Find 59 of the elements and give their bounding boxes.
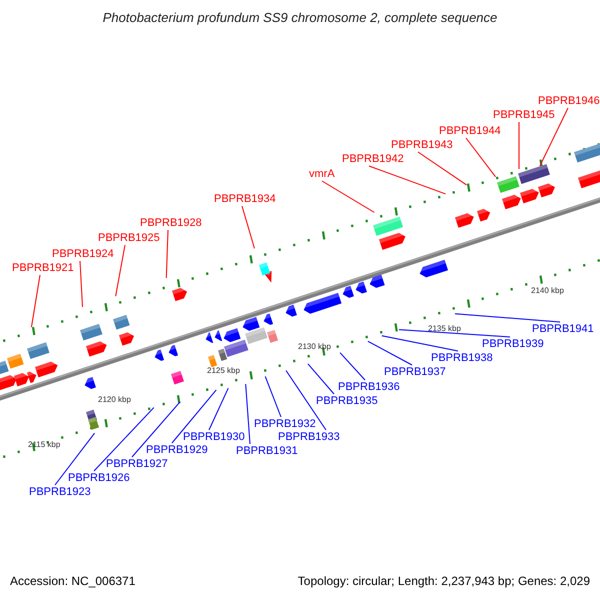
leader-line [166,230,168,278]
gene-label: PBPRB1930 [183,431,245,443]
gene-label: PBPRB1933 [278,431,340,443]
leader-line [381,335,458,352]
leader-line [454,313,560,322]
leader-line [30,274,40,328]
leader-line [54,432,96,486]
scale-label: 2140 kbp [531,286,564,295]
leader-line [286,370,326,430]
leader-line [398,329,510,338]
gene-label: PBPRB1936 [338,381,400,393]
gene-label: PBPRB1937 [384,366,446,378]
scale-label: 2115 kbp [28,440,60,449]
gene-label: PBPRB1927 [106,458,168,470]
gene-label: PBPRB1932 [254,418,316,430]
gene-label: vmrA [309,168,335,180]
gene-label: PBPRB1941 [532,323,594,335]
leader-line [94,407,154,472]
leader-line [307,363,334,394]
gene-label: PBPRB1938 [431,352,493,364]
scale-label: 2135 kbp [428,324,461,333]
gene-label: PBPRB1946 [538,95,600,107]
gene-label: PBPRB1934 [214,193,276,205]
leader-line [80,260,83,308]
gene-label: PBPRB1926 [68,472,130,484]
gene-label: PBPRB1942 [342,153,404,165]
title: Photobacterium profundum SS9 chromosome 2, complete sequence [102,10,498,26]
summary-text: Topology: circular; Length: 2,237,943 bp; Genes: 2,029 [298,574,590,588]
accession-text: Accession: NC_006371 [10,574,136,588]
leader-line [264,376,282,418]
gene-label: PBPRB1924 [52,248,114,260]
gene-label: PBPRB1925 [98,232,160,244]
gene-label: PBPRB1929 [146,444,208,456]
gene-label: PBPRB1945 [493,109,555,121]
leader-line [322,180,375,213]
leader-line [132,401,181,458]
gene-label: PBPRB1931 [236,445,298,457]
gene-label: PBPRB1935 [316,395,378,407]
leader-line [418,152,468,186]
scale-label: 2120 kbp [98,395,131,404]
leader-line [172,389,217,444]
leader-line [466,138,496,178]
gene-label: PBPRB1928 [140,217,202,229]
leader-line [539,108,568,166]
leader-line [208,388,229,430]
gene-label: PBPRB1923 [29,486,91,498]
leader-line [115,244,126,297]
leader-line [340,352,366,380]
gene-label: PBPRB1944 [439,125,501,137]
gene-label: PBPRB1921 [12,262,74,274]
leader-line [368,166,446,194]
leader-line [245,383,250,444]
gene-label: PBPRB1943 [391,139,453,151]
scale-label: 2125 kbp [207,366,240,375]
leader-line [518,122,520,170]
leader-line [242,206,255,249]
leader-line [367,340,412,366]
gene-label: PBPRB1939 [482,338,544,350]
scale-label: 2130 kbp [298,342,331,351]
